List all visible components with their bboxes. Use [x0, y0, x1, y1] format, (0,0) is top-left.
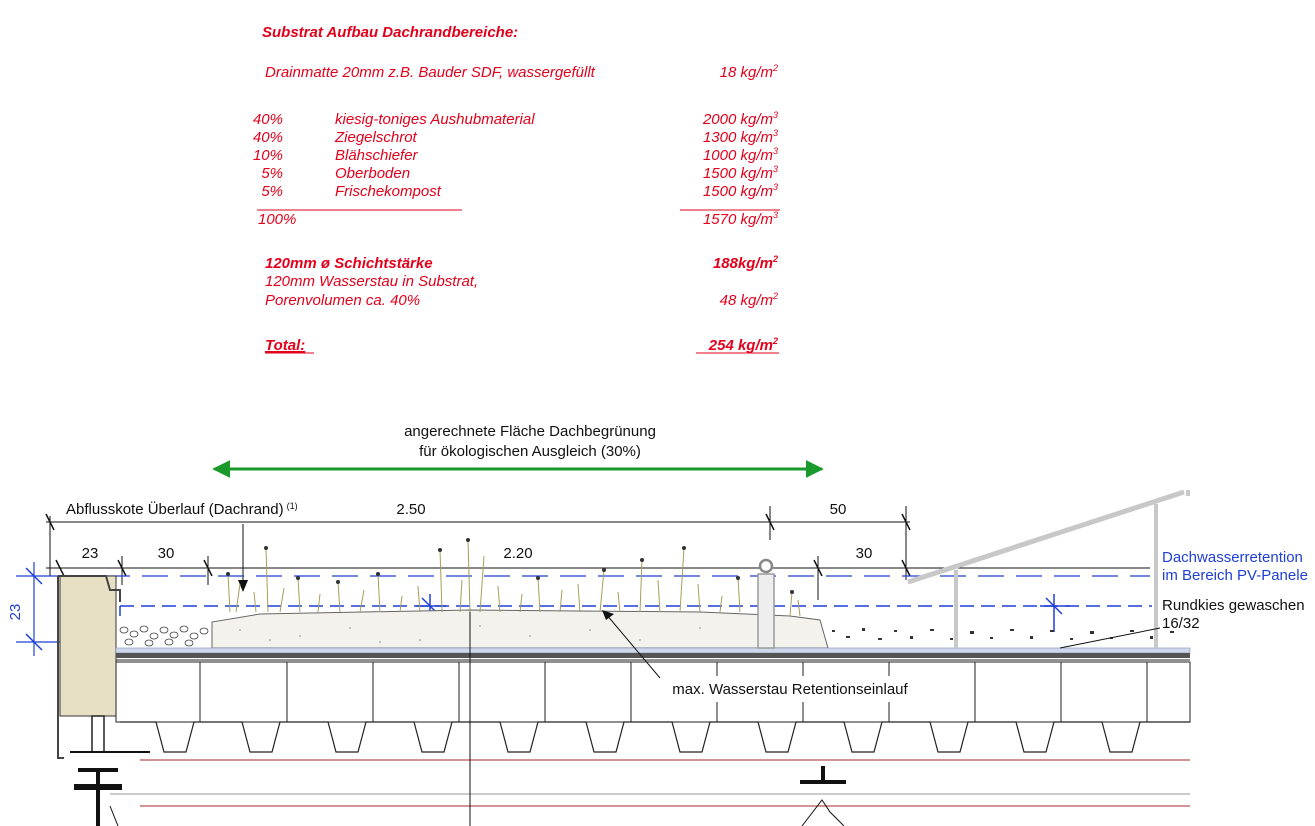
total-label: Total: — [265, 337, 305, 354]
parapet-wall — [57, 575, 150, 759]
green-area-annotation: angerechnete Fläche Dachbegrünung für ök… — [212, 423, 824, 478]
dim-23a: 23 — [82, 545, 99, 562]
row-value: 1500 kg/m3 — [703, 182, 778, 200]
substrate-layer — [211, 609, 829, 649]
thickness-label: 120mm ø Schichtstärke — [265, 255, 433, 272]
table-title: Substrat Aufbau Dachrandbereiche: — [262, 24, 518, 41]
max-water-label: max. Wasserstau Retentionseinlauf — [672, 681, 908, 698]
row-pct: 40% — [253, 111, 283, 128]
row-value: 1000 kg/m3 — [703, 146, 778, 164]
dim-250: 2.50 — [396, 501, 425, 518]
max-water-box — [664, 676, 914, 702]
overflow-label: Abflusskote Überlauf (Dachrand)(1) — [66, 500, 298, 518]
steel-beam-right — [800, 766, 846, 784]
row-material: kiesig-toniges Aushubmaterial — [335, 111, 535, 128]
insulation — [115, 661, 1191, 723]
membrane — [116, 653, 1190, 658]
row-value: 2000 kg/m3 — [702, 110, 778, 128]
row-pct: 5% — [261, 165, 283, 182]
water-label-1: 120mm Wasserstau in Substrat, — [265, 273, 478, 290]
green-area-label-2: für ökologischen Ausgleich (30%) — [419, 443, 641, 460]
row-material: Ziegelschrot — [334, 129, 418, 146]
pv-retention-label-2: im Bereich PV-Panele — [1162, 567, 1308, 584]
row-material: Frischekompost — [335, 183, 442, 200]
dim-30a: 30 — [158, 545, 175, 562]
row-value: 1500 kg/m3 — [703, 164, 778, 182]
drain-value: 18 kg/m2 — [720, 63, 778, 81]
row-material: Oberboden — [335, 165, 410, 182]
dim-220: 2.20 — [503, 545, 532, 562]
plant-seedheads — [226, 538, 794, 594]
dim-23-vertical: 23 — [7, 604, 24, 621]
mix-rows: 40% kiesig-toniges Aushubmaterial 2000 k… — [253, 110, 778, 200]
row-value: 1300 kg/m3 — [703, 128, 778, 146]
dimension-labels: 2.50 50 23 30 2.20 30 — [82, 501, 873, 562]
retention-inlet — [757, 558, 775, 649]
thickness-value: 188kg/m2 — [713, 254, 778, 272]
row-pct: 5% — [261, 183, 283, 200]
gravel-label-2: 16/32 — [1162, 615, 1200, 632]
max-water-leader — [605, 613, 661, 679]
sum-value: 1570 kg/m3 — [703, 210, 778, 228]
steel-beam-left — [74, 768, 122, 826]
gravel-leader — [1059, 627, 1161, 649]
gravel-label-1: Rundkies gewaschen — [1162, 597, 1305, 614]
row-pct: 40% — [253, 129, 283, 146]
dim-30b: 30 — [856, 545, 873, 562]
gravel-right — [832, 628, 1174, 640]
row-pct: 10% — [253, 147, 283, 164]
dimension-lines — [45, 506, 1150, 600]
total-value: 254 kg/m2 — [708, 336, 778, 354]
trapezoidal-deck — [120, 721, 1190, 753]
water-label-2: Porenvolumen ca. 40% — [265, 292, 420, 309]
pv-retention-label-1: Dachwasserretention — [1162, 549, 1303, 566]
substrate-table: Substrat Aufbau Dachrandbereiche: Drainm… — [253, 24, 780, 354]
pv-panel — [907, 489, 1190, 648]
drain-label: Drainmatte 20mm z.B. Bauder SDF, wasserg… — [265, 64, 596, 81]
max-water-annotation: max. Wasserstau Retentionseinlauf — [469, 610, 914, 826]
roof-structure — [74, 609, 1191, 826]
water-value: 48 kg/m2 — [720, 291, 778, 309]
right-annotations: Dachwasserretention im Bereich PV-Panele… — [1059, 549, 1308, 649]
dim-50: 50 — [830, 501, 847, 518]
overflow-annotation: Abflusskote Überlauf (Dachrand)(1) — [66, 500, 298, 592]
green-area-label-1: angerechnete Fläche Dachbegrünung — [404, 423, 656, 440]
gravel-left — [119, 625, 209, 647]
row-material: Blähschiefer — [335, 147, 419, 164]
vegetation — [227, 539, 801, 617]
sum-pct: 100% — [258, 211, 296, 228]
drainage-mat — [115, 647, 1191, 654]
